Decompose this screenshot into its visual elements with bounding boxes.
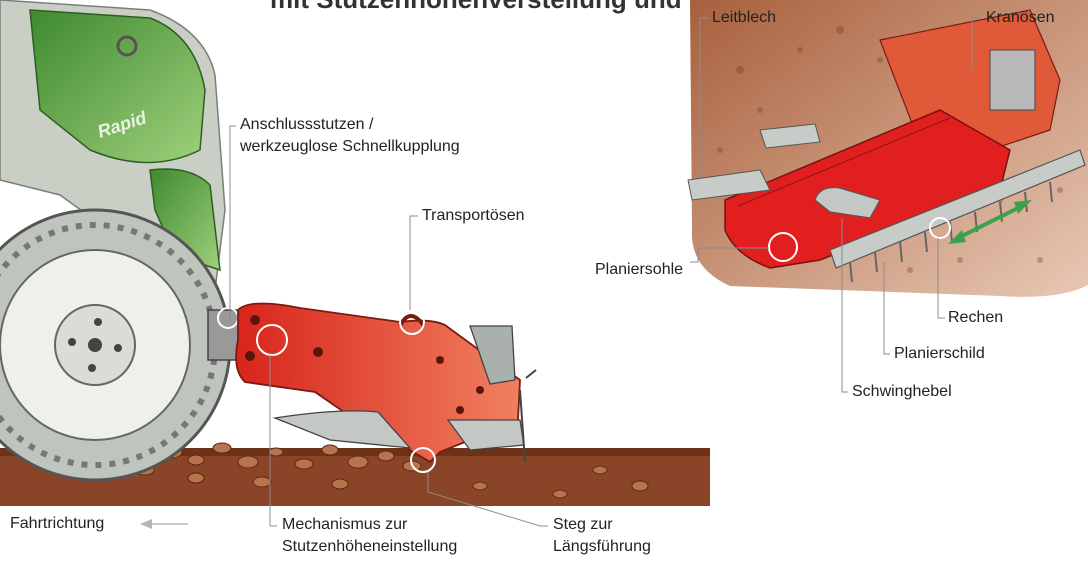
label-mechanismus: Mechanismus zur Stutzenhöheneinstellung bbox=[282, 514, 457, 558]
label-mechanismus-line1: Mechanismus zur bbox=[282, 514, 457, 536]
label-fahrtrichtung: Fahrtrichtung bbox=[10, 513, 104, 535]
detail-panel bbox=[688, 0, 1088, 297]
label-kranoesen: Kranösen bbox=[986, 7, 1055, 29]
label-rechen: Rechen bbox=[948, 307, 1003, 329]
label-anschlussstutzen: Anschlussstutzen / werkzeuglose Schnellk… bbox=[240, 114, 460, 158]
direction-arrow bbox=[140, 519, 188, 529]
red-implement bbox=[236, 303, 536, 472]
label-mechanismus-line2: Stutzenhöheneinstellung bbox=[282, 536, 457, 558]
label-steg-line2: Längsführung bbox=[553, 536, 651, 558]
label-steg: Steg zur Längsführung bbox=[553, 514, 651, 558]
label-planiersohle: Planiersohle bbox=[595, 259, 683, 281]
label-transportoesen: Transportösen bbox=[422, 205, 525, 227]
label-anschlussstutzen-line1: Anschlussstutzen / bbox=[240, 114, 460, 136]
label-leitblech: Leitblech bbox=[712, 7, 776, 29]
label-schwinghebel: Schwinghebel bbox=[852, 381, 952, 403]
label-steg-line1: Steg zur bbox=[553, 514, 651, 536]
label-anschlussstutzen-line2: werkzeuglose Schnellkupplung bbox=[240, 136, 460, 158]
label-planierschild: Planierschild bbox=[894, 343, 985, 365]
